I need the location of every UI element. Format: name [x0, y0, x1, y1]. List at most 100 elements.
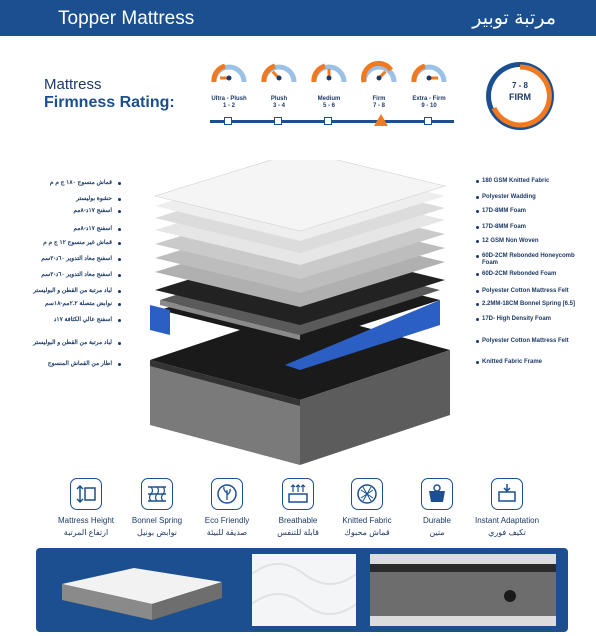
- layer-label-en: 17D-8MM Foam: [482, 224, 527, 230]
- firmness-level-name: Ultra - Plush: [211, 96, 247, 102]
- scale-tick: [424, 117, 432, 125]
- layer-label-en: Knitted Fabric Frame: [482, 359, 543, 365]
- layer-pointer-dot: [476, 210, 479, 213]
- firmness-level-range: 5 - 6: [322, 103, 335, 109]
- layer-label-ar: اسفنج عالي الكثافة ١٧د: [53, 317, 112, 323]
- firmness-level-name: Plush: [270, 96, 288, 102]
- layer-label-ar: لباد مرتبة من القطن و البوليستر: [33, 288, 112, 294]
- side-panel-photo: [370, 554, 556, 626]
- durable-icon: [421, 478, 453, 510]
- feature-label-en: Knitted Fabric: [342, 516, 392, 525]
- layer-pointer-dot: [118, 319, 121, 322]
- feature-label-en: Mattress Height: [57, 516, 115, 525]
- firmness-level-name: Firm: [372, 96, 386, 102]
- adaptation-icon: [491, 478, 523, 510]
- layer-label-ar: قماش منسوج ١٨٠ ج م م: [49, 180, 112, 186]
- layer-pointer-dot: [118, 242, 121, 245]
- firmness-title-line2: Firmness Rating:: [44, 94, 175, 111]
- feature-label-en: Breathable: [278, 516, 318, 525]
- layer-pointer-dot: [476, 255, 479, 258]
- feature-label-ar: تكيف فوري: [488, 528, 526, 537]
- layer-label-ar: اطار من القماش المنسوج: [47, 361, 112, 367]
- layer-label-ar: اسفنج ١٧د-٨مم: [73, 208, 112, 214]
- layer-pointer-dot: [476, 180, 479, 183]
- layer-pointer-dot: [118, 258, 121, 261]
- firmness-level-name: Extra - Firm: [412, 96, 446, 102]
- eco-icon: [211, 478, 243, 510]
- layer-label-en: Polyester Cotton Mattress Felt: [482, 338, 569, 344]
- feature-label-en: Eco Friendly: [204, 516, 250, 525]
- feature-label-en: Instant Adaptation: [474, 516, 540, 525]
- firmness-gauge-icon: [311, 58, 347, 94]
- layer-pointer-dot: [118, 228, 121, 231]
- firmness-level-range: 3 - 4: [272, 103, 285, 109]
- layer-pointer-dot: [118, 290, 121, 293]
- feature-label-ar: قماش محبوك: [344, 528, 390, 537]
- scale-tick: [324, 117, 332, 125]
- badge-range: 7 - 8: [511, 81, 528, 90]
- feature-label-en: Durable: [422, 516, 451, 525]
- firmness-title-line1: Mattress: [44, 76, 102, 93]
- feature-label-en: Bonnel Spring: [131, 516, 183, 525]
- page-title: Topper Mattress: [58, 8, 195, 29]
- layer-pointer-dot: [118, 198, 121, 201]
- mattress-illustration: [150, 160, 450, 465]
- layer-pointer-dot: [118, 342, 121, 345]
- layer-pointer-dot: [118, 274, 121, 277]
- layer-label-en: 17D-8MM Foam: [482, 208, 527, 214]
- firmness-level-range: 9 - 10: [421, 103, 437, 109]
- page-title-arabic: مرتبة توبير: [472, 8, 556, 29]
- layer-pointer-dot: [118, 182, 121, 185]
- layer-pointer-dot: [476, 318, 479, 321]
- layer-pointer-dot: [476, 361, 479, 364]
- breathable-icon: [282, 478, 314, 510]
- layer-label-ar: اسفنج معاد التدوير ٦٠د-٢سم: [41, 256, 112, 262]
- layer-pointer-dot: [118, 210, 121, 213]
- firmness-gauge-icon: [361, 58, 397, 94]
- feature-label-ar: نوابض بونيل: [137, 528, 177, 537]
- layer-pointer-dot: [476, 240, 479, 243]
- firmness-gauge-icon: [411, 58, 447, 94]
- layer-label-en: Polyester Wadding: [482, 194, 536, 200]
- badge-name: FIRM: [509, 92, 531, 102]
- selected-marker-icon: [374, 114, 388, 126]
- layer-pointer-dot: [476, 340, 479, 343]
- layer-pointer-dot: [476, 196, 479, 199]
- feature-label-ar: متين: [429, 528, 445, 537]
- knitted-fabric-icon: [351, 478, 383, 510]
- layer-pointer-dot: [476, 226, 479, 229]
- firmness-level-range: 7 - 8: [372, 103, 385, 109]
- height-icon: [70, 478, 102, 510]
- layer-label-en: 2.2MM-18CM Bonnel Spring [6.5]: [482, 301, 576, 307]
- layer-label-ar: لباد مرتبة من القطن و البوليستر: [33, 340, 112, 346]
- mattress-photo: [52, 554, 230, 626]
- layer-label-ar: اسفنج ١٧د-٨مم: [73, 226, 112, 232]
- firmness-badge: [486, 62, 554, 130]
- firmness-level-range: 1 - 2: [222, 103, 235, 109]
- spring-icon: [141, 478, 173, 510]
- scale-tick: [274, 117, 282, 125]
- layer-label-en: 60D-2CM Rebonded Honeycomb Foam: [482, 253, 575, 266]
- layer-label-en: Polyester Cotton Mattress Felt: [482, 288, 569, 294]
- scale-tick: [224, 117, 232, 125]
- feature-label-ar: ارتفاع المرتبة: [63, 528, 109, 537]
- feature-label-ar: صديقة للبيئة: [206, 528, 248, 537]
- layer-label-en: 17D- High Density Foam: [482, 316, 552, 322]
- layer-label-ar: نوابض متصلة ٢.٢مم-١٨سم: [44, 301, 112, 307]
- fabric-closeup-photo: [252, 554, 356, 626]
- firmness-gauge-icon: [261, 58, 297, 94]
- layer-pointer-dot: [476, 273, 479, 276]
- firmness-level-name: Medium: [317, 96, 341, 102]
- firmness-gauge-icon: [211, 58, 247, 94]
- layer-label-ar: اسفنج معاد التدوير ٦٠د-٢سم: [41, 272, 112, 278]
- layer-label-ar: قماش غير منسوج ١٢ ج م م: [43, 240, 112, 246]
- layer-label-en: 12 GSM Non Woven: [482, 238, 539, 244]
- layer-label-en: 180 GSM Knitted Fabric: [482, 178, 550, 184]
- layer-pointer-dot: [118, 363, 121, 366]
- layer-pointer-dot: [476, 303, 479, 306]
